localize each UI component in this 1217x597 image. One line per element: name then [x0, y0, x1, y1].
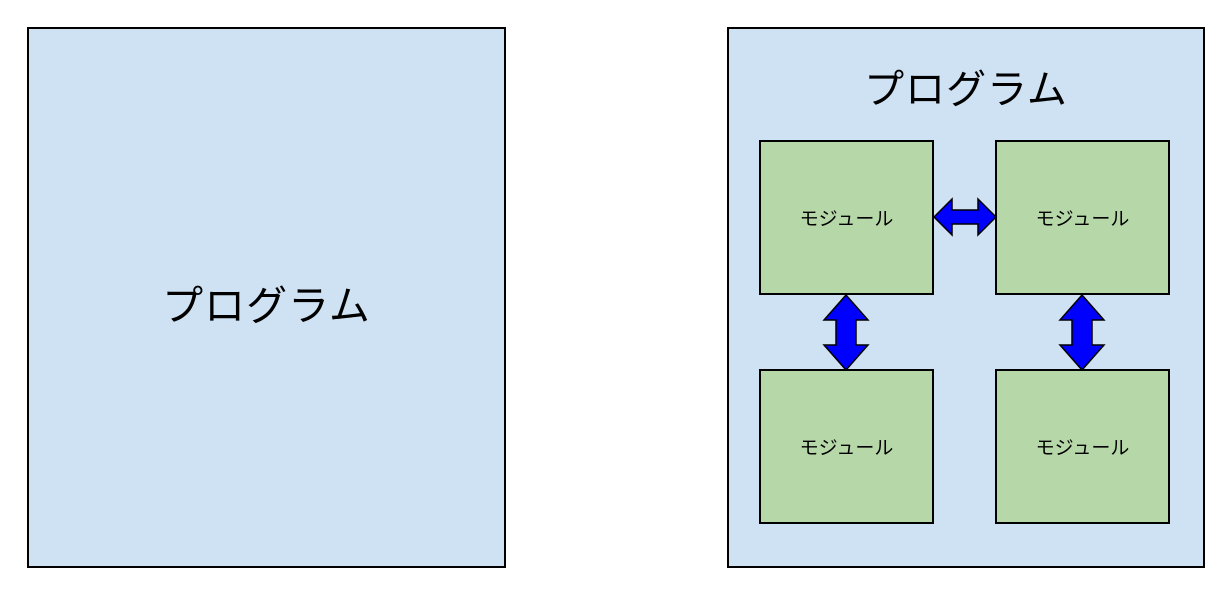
module-label: モジュール: [1035, 437, 1130, 459]
module-label: モジュール: [799, 208, 894, 230]
program-box-left: プログラム: [27, 27, 506, 568]
module-bottom-right: モジュール: [995, 369, 1170, 524]
module-top-right: モジュール: [995, 140, 1170, 295]
program-label-left: プログラム: [162, 282, 371, 330]
module-label: モジュール: [1035, 208, 1130, 230]
module-top-left: モジュール: [759, 140, 934, 295]
program-label-right: プログラム: [864, 67, 1068, 113]
module-label: モジュール: [799, 437, 894, 459]
module-bottom-left: モジュール: [759, 369, 934, 524]
